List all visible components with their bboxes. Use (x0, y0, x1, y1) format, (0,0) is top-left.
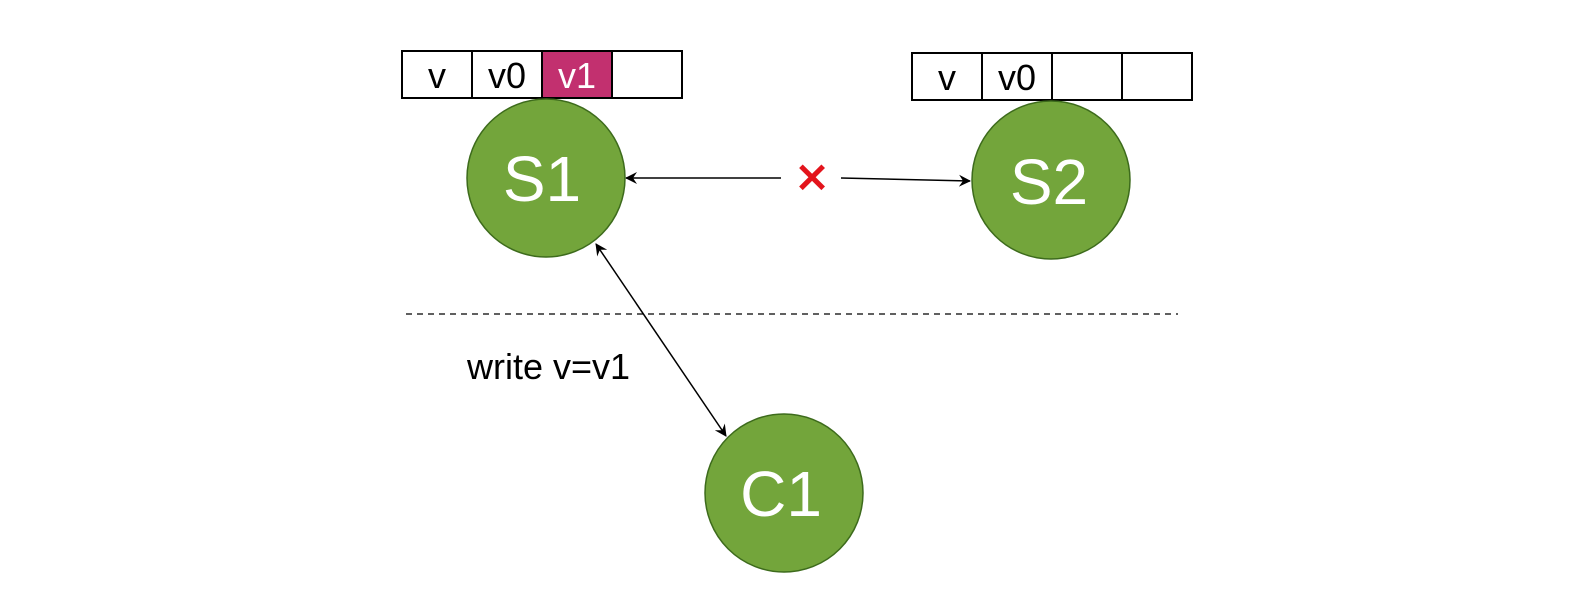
node-s1: S1 (466, 98, 626, 258)
node-c1-circle (704, 413, 864, 573)
node-s1-label: S1 (503, 143, 581, 215)
s2-log-cell: v (911, 52, 983, 101)
node-s2-label: S2 (1010, 146, 1088, 218)
s1-c1-link: write v=v1 (466, 243, 727, 437)
s1-log-cell: v0 (471, 50, 543, 99)
s1-log-cell-box (541, 50, 613, 99)
node-c1-label: C1 (740, 458, 822, 530)
node-c1: C1 (704, 413, 864, 573)
s2-log-cell (1051, 52, 1123, 101)
s1-log-cell-box (401, 50, 473, 99)
s2-log: v v0 (911, 52, 1193, 101)
s1-log-cell-box (611, 50, 683, 99)
s1-log-cell-text: v0 (488, 55, 526, 96)
s1-log-cell-text: v (428, 55, 446, 96)
write-label: write v=v1 (466, 346, 630, 387)
s1-s2-link: × (625, 151, 971, 202)
s2-log-cell-text: v0 (998, 57, 1036, 98)
s1-s2-link-right-segment (840, 174, 971, 187)
s2-log-cell-box (1051, 52, 1123, 101)
s1-log-cell-text: v1 (558, 55, 596, 96)
node-s2-circle (971, 100, 1131, 260)
s1-log: v v0 v1 (401, 50, 683, 99)
s2-log-cell-box (981, 52, 1053, 101)
s2-log-cell (1121, 52, 1193, 101)
s1-log-cell: v (401, 50, 473, 99)
node-s1-circle (466, 98, 626, 258)
s2-log-cell-box (1121, 52, 1193, 101)
s1-log-cell-box (471, 50, 543, 99)
s2-log-cell: v0 (981, 52, 1053, 101)
cross-icon: × (794, 151, 831, 202)
s1-log-cell (611, 50, 683, 99)
node-s2: S2 (971, 100, 1131, 260)
s2-log-cell-text: v (938, 57, 956, 98)
s1-log-cell: v1 (541, 50, 613, 99)
s1-c1-link-line (595, 243, 727, 437)
